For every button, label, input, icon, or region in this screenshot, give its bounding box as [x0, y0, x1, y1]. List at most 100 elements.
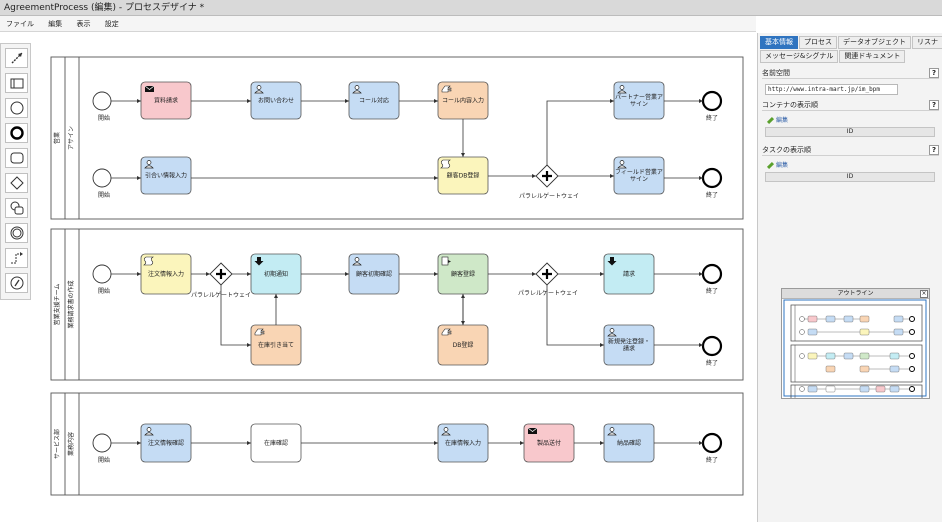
connect-tool-icon[interactable]: [5, 48, 28, 68]
task-label: 資料請求: [154, 97, 178, 105]
outline-task: [843, 352, 854, 360]
task-label: 初期通知: [264, 270, 288, 278]
intermediate-event-tool-icon[interactable]: [5, 223, 28, 243]
namespace-label: 名前空間: [762, 69, 790, 77]
task-label: 顧客登録: [451, 270, 475, 278]
plus-icon: [542, 269, 552, 279]
gateway-tool-icon[interactable]: [5, 173, 28, 193]
window-title: AgreementProcess (編集) - プロセスデザイナ *: [0, 0, 942, 16]
user-icon-body: [617, 165, 627, 169]
subprocess-tool-icon[interactable]: [5, 198, 28, 218]
arrow-head: [461, 294, 465, 298]
outline-task: [825, 315, 836, 323]
end-event-tool-icon[interactable]: [5, 123, 28, 143]
menu-edit[interactable]: 編集: [48, 20, 63, 28]
task-edit-link[interactable]: 編集: [766, 161, 788, 170]
namespace-input[interactable]: http://www.intra-mart.jp/im_bpm: [765, 84, 898, 95]
arrow-head: [434, 176, 438, 180]
arrow-head: [247, 272, 251, 276]
user-icon-body: [352, 262, 362, 266]
tool-palette: [0, 43, 31, 300]
pool-2[interactable]: [50, 228, 744, 381]
task-label: サイン: [630, 176, 648, 183]
note-tool-icon[interactable]: [5, 273, 28, 293]
end-event[interactable]: [701, 432, 723, 454]
task-label: 請求: [623, 345, 635, 353]
task-t5[interactable]: [613, 81, 665, 120]
task-t7[interactable]: [437, 156, 489, 195]
arrow-head: [137, 272, 141, 276]
user-icon-body: [441, 432, 451, 436]
pencil-icon: [766, 116, 775, 125]
lane-label: 業務請求書の作成: [67, 280, 75, 328]
outline-minimap[interactable]: [782, 299, 929, 398]
outline-title: アウトライン: [782, 289, 929, 299]
lane-tool-icon[interactable]: [5, 73, 28, 93]
tab-listener[interactable]: リスナ: [912, 36, 942, 49]
menu-view[interactable]: 表示: [76, 20, 91, 28]
tab-basic-info[interactable]: 基本情報: [760, 36, 798, 49]
arrow-head: [699, 441, 703, 445]
user-icon: [443, 427, 449, 432]
task-label: コール内容入力: [442, 97, 484, 105]
container-edit-link[interactable]: 編集: [766, 116, 788, 125]
arrow-head: [345, 272, 349, 276]
outline-task: [807, 328, 818, 336]
user-icon: [146, 427, 152, 432]
tab-data-object[interactable]: データオブジェクト: [838, 36, 911, 49]
end-event[interactable]: [701, 167, 723, 189]
container-id-column: ID: [765, 127, 935, 137]
start-event[interactable]: [92, 264, 112, 284]
gateway-label: パラレルゲートウェイ: [519, 192, 579, 200]
task-label: 顧客初期確認: [356, 270, 392, 278]
task-order-help-button[interactable]: ?: [929, 145, 939, 155]
flow-tool-icon[interactable]: [5, 248, 28, 268]
hand-icon: [441, 85, 452, 93]
task-label: 在庫引き当て: [258, 341, 294, 349]
outline-start: [799, 386, 805, 392]
arrow-head: [434, 441, 438, 445]
start-event-tool-icon[interactable]: [5, 98, 28, 118]
task-t2[interactable]: [250, 81, 302, 120]
tab-related-docs[interactable]: 関連ドキュメント: [839, 50, 906, 63]
message-icon-flap: [527, 427, 538, 432]
pool-3[interactable]: [50, 392, 744, 496]
end-event-label: 終了: [706, 287, 718, 295]
start-event[interactable]: [92, 433, 112, 453]
outline-task: [859, 385, 870, 393]
task-label: 在庫確認: [264, 439, 288, 447]
arrow-head: [600, 441, 604, 445]
start-event[interactable]: [92, 168, 112, 188]
outline-end: [909, 329, 915, 335]
pool-1[interactable]: [50, 56, 744, 220]
outline-close-button[interactable]: ×: [920, 290, 928, 298]
task-t6[interactable]: [140, 156, 192, 195]
task-label: 納品確認: [617, 439, 641, 447]
menu-file[interactable]: ファイル: [6, 20, 34, 28]
end-event[interactable]: [701, 263, 723, 285]
outline-task: [807, 315, 818, 323]
end-event[interactable]: [701, 90, 723, 112]
arrow-head: [699, 176, 703, 180]
container-order-section: コンテナの表示順 ?: [762, 100, 939, 111]
start-event[interactable]: [92, 91, 112, 111]
arrow-head: [699, 343, 703, 347]
task-tool-icon[interactable]: [5, 148, 28, 168]
task-t8[interactable]: [613, 156, 665, 195]
start-event-label: 開始: [98, 287, 110, 295]
tab-message-signal[interactable]: メッセージ&シグナル: [760, 50, 839, 63]
end-event[interactable]: [701, 335, 723, 357]
tab-process[interactable]: プロセス: [799, 36, 837, 49]
outline-task: [825, 352, 836, 360]
task-t3[interactable]: [348, 81, 400, 120]
document-arrow-icon: [448, 260, 451, 263]
diagram-canvas[interactable]: 営業アサイン営業支援チーム業務請求書の作成サービス部業務内容開始資料請求お問い合…: [34, 33, 756, 522]
arrow-head: [434, 272, 438, 276]
user-icon: [256, 85, 262, 90]
menu-settings[interactable]: 設定: [104, 20, 119, 28]
properties-panel: 基本情報 プロセス データオブジェクト リスナ メッセージ&シグナル 関連ドキュ…: [757, 33, 942, 522]
outline-end: [909, 386, 915, 392]
container-order-help-button[interactable]: ?: [929, 100, 939, 110]
namespace-help-button[interactable]: ?: [929, 68, 939, 78]
document-icon: [441, 256, 449, 266]
